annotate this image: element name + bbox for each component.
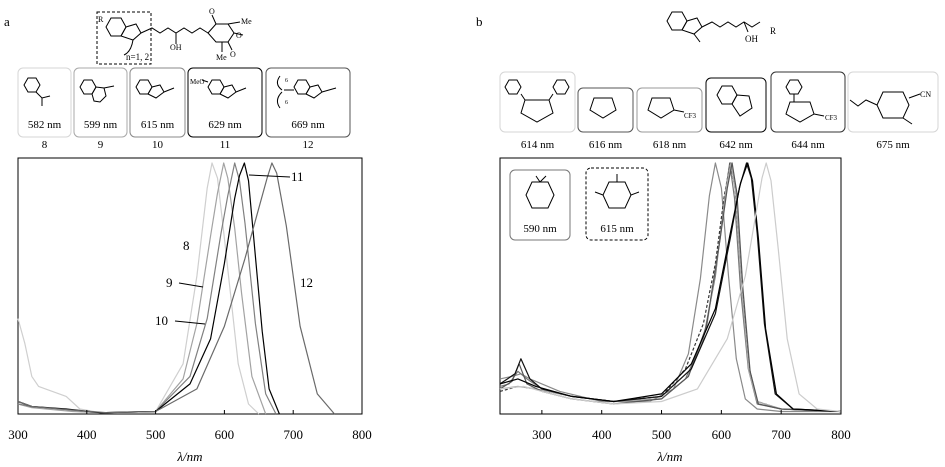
panel-a-x-ticks: 300 400 500 600 700 800 xyxy=(8,410,372,442)
compound-id-10: 10 xyxy=(152,139,164,151)
lambda-max-8: 582 nm xyxy=(28,119,62,131)
lambda-max-b-590: 590 nm xyxy=(523,223,557,235)
panel-letter-a: a xyxy=(4,14,10,29)
struct-cf3-618: CF3 xyxy=(684,112,697,120)
curve-label-10: 10 xyxy=(155,313,168,328)
a-tick-label-700: 700 xyxy=(283,427,303,442)
donor-structures xyxy=(23,75,337,109)
core-me-top: Me xyxy=(241,17,252,26)
acceptor-box-675 xyxy=(847,71,939,133)
lambda-max-b-616: 616 nm xyxy=(589,139,623,151)
acceptor-box-642 xyxy=(705,77,767,133)
core-o-top: O xyxy=(209,7,215,16)
curve-label-11: 11 xyxy=(291,169,304,184)
core-oh-label: OH xyxy=(170,43,182,52)
donor-box-8 xyxy=(17,67,72,138)
a-series-8 xyxy=(17,162,260,415)
lambda-max-b-618: 618 nm xyxy=(653,139,687,151)
curve-label-12: 12 xyxy=(300,275,313,290)
struct-cn-675: CN xyxy=(920,90,931,99)
panel-b-acceptor-boxes xyxy=(499,71,939,133)
a-tick-label-800: 800 xyxy=(352,427,372,442)
lambda-max-12: 669 nm xyxy=(291,119,325,131)
lambda-max-b-644: 644 nm xyxy=(791,139,825,151)
panel-b-plot: 300 400 500 600 700 800 λ/nm 590 nm 615 nm xyxy=(499,157,851,464)
acceptor-structures xyxy=(504,79,921,125)
curve-label-8: 8 xyxy=(183,238,190,253)
lambda-max-b-615: 615 nm xyxy=(600,223,634,235)
panel-a-frame xyxy=(17,157,363,415)
compound-id-9: 9 xyxy=(98,139,104,151)
panel-b-x-ticks: 300 400 500 600 700 800 xyxy=(532,410,851,442)
donor-box-10 xyxy=(129,67,186,138)
inset-structures xyxy=(525,174,640,209)
donor-box-9 xyxy=(73,67,128,138)
b-series-644-nm xyxy=(499,162,842,413)
b-tick-label-700: 700 xyxy=(771,427,791,442)
b-series-642-nm xyxy=(499,162,842,413)
compound-id-8: 8 xyxy=(42,139,48,151)
compound-id-12: 12 xyxy=(303,139,314,151)
struct-sub6-a: 6 xyxy=(285,78,288,84)
a-series-11 xyxy=(17,162,280,415)
b-series-618-nm xyxy=(499,162,842,413)
curve-leader-11 xyxy=(248,174,291,178)
struct-sub6-b: 6 xyxy=(285,100,288,106)
donor-box-12 xyxy=(265,67,351,138)
core-ring-dashed-box xyxy=(96,11,152,65)
b-tick-label-500: 500 xyxy=(652,427,672,442)
b-series-675-nm xyxy=(499,162,842,413)
donor-box-11 xyxy=(187,67,263,138)
curve-label-9: 9 xyxy=(166,275,173,290)
acceptor-box-644 xyxy=(770,71,846,133)
lambda-max-10: 615 nm xyxy=(141,119,175,131)
compound-id-11: 11 xyxy=(220,139,231,151)
b-core-r-label: R xyxy=(770,26,776,36)
a-tick-label-400: 400 xyxy=(77,427,97,442)
panel-a-x-axis-label: λ/nm xyxy=(176,449,202,464)
a-series-12 xyxy=(17,162,335,415)
b-tick-label-300: 300 xyxy=(532,427,552,442)
struct-cf3-644: CF3 xyxy=(825,114,838,122)
core-me-bottom: Me xyxy=(216,53,227,62)
lambda-max-b-642: 642 nm xyxy=(719,139,753,151)
panel-b-series xyxy=(499,162,842,413)
curve-leader-10 xyxy=(174,320,206,325)
b-core-oh-label: OH xyxy=(745,34,758,44)
panel-b-frame xyxy=(499,157,842,415)
core-r-label: R xyxy=(98,15,104,24)
curve-leader-9 xyxy=(178,282,204,288)
core-o-right: O xyxy=(236,31,242,40)
panel-letter-b: b xyxy=(476,14,483,29)
lambda-max-9: 599 nm xyxy=(84,119,118,131)
a-tick-label-600: 600 xyxy=(215,427,235,442)
panel-b-x-axis-label: λ/nm xyxy=(656,449,682,464)
lambda-max-b-614: 614 nm xyxy=(521,139,555,151)
a-series-10 xyxy=(17,162,277,415)
panel-a-core-structure xyxy=(96,11,244,65)
inset-box-615 xyxy=(585,167,649,241)
acceptor-box-618 xyxy=(636,87,703,133)
panel-a-series xyxy=(17,162,335,415)
b-tick-label-600: 600 xyxy=(712,427,732,442)
a-tick-label-500: 500 xyxy=(146,427,166,442)
lambda-max-11: 629 nm xyxy=(208,119,242,131)
panel-b-core-structure xyxy=(666,11,761,43)
b-tick-label-800: 800 xyxy=(831,427,851,442)
core-o-bottom: O xyxy=(230,50,236,59)
lambda-max-b-675: 675 nm xyxy=(876,139,910,151)
acceptor-box-616 xyxy=(577,87,634,133)
b-series-590-nm xyxy=(499,162,841,413)
panel-a-donor-boxes xyxy=(17,67,351,138)
struct-meo-label: MeO xyxy=(190,78,204,86)
a-series-9 xyxy=(17,162,267,415)
core-n-label: n=1, 2 xyxy=(126,52,149,62)
acceptor-box-614 xyxy=(499,71,576,133)
b-tick-label-400: 400 xyxy=(592,427,612,442)
a-tick-label-300: 300 xyxy=(8,427,28,442)
inset-box-590 xyxy=(509,169,571,241)
panel-a-plot: 300 400 500 600 700 800 λ/nm 8 9 10 11 12 xyxy=(8,157,372,464)
